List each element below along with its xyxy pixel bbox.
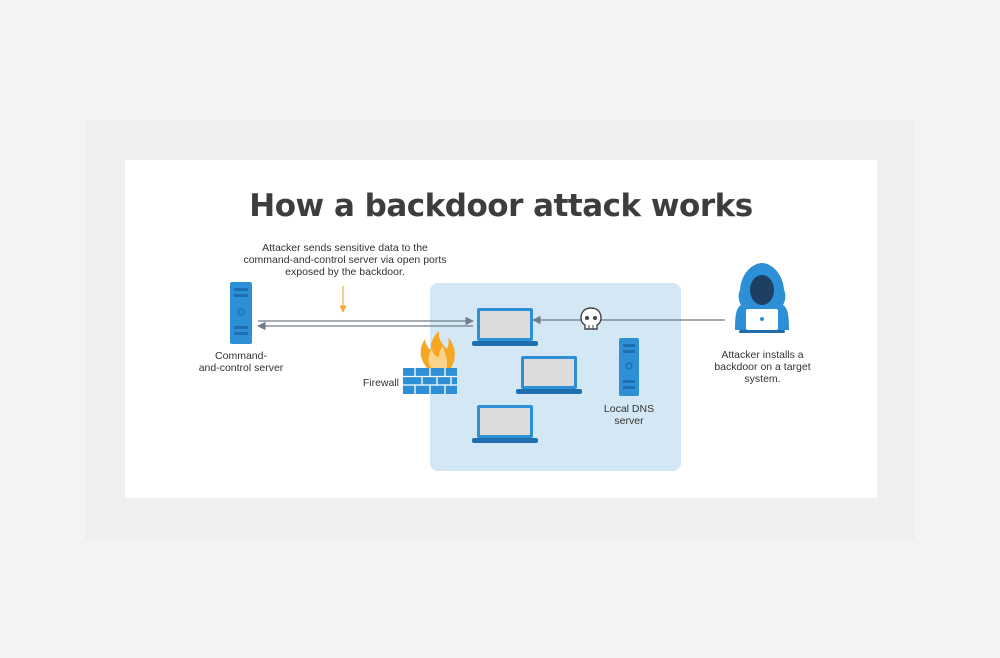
skull-icon: [580, 307, 602, 330]
hacker-icon: [735, 263, 789, 333]
c2-server-label: Command- and-control server: [198, 350, 284, 374]
firewall-icon: [403, 331, 457, 394]
server-icon: [230, 282, 252, 344]
laptop-icon: [516, 356, 582, 394]
laptop-icon: [472, 405, 538, 443]
diagram-card: How a backdoor attack works Attacker sen…: [125, 160, 877, 498]
laptop-icon: [472, 308, 538, 346]
annotation-text: Attacker sends sensitive data to the com…: [243, 242, 447, 278]
server-icon: [619, 338, 639, 396]
dns-server-label: Local DNS server: [603, 403, 655, 427]
attacker-label: Attacker installs a backdoor on a target…: [714, 349, 811, 385]
diagram-canvas: [230, 263, 789, 471]
firewall-label: Firewall: [362, 377, 399, 389]
diagram-title: How a backdoor attack works: [249, 188, 753, 224]
